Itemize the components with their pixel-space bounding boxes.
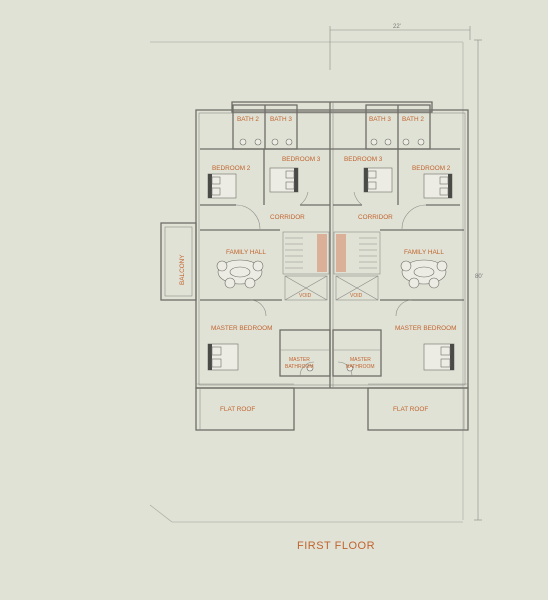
bath-2-left-label: BATH 2	[237, 116, 259, 123]
depth-dimension-label: 80'	[475, 274, 483, 280]
site-boundary	[149, 41, 464, 523]
bed-icon	[207, 343, 239, 371]
bed-icon	[269, 167, 299, 193]
bed-icon	[363, 167, 393, 193]
bedroom-3-right-label: BEDROOM 3	[344, 156, 383, 163]
void-right-label: VOID	[350, 293, 363, 299]
corridor-right-label: CORRIDOR	[358, 214, 393, 221]
master-bathroom-left-label-2: BATHROOM	[285, 364, 314, 370]
room-labels: BATH 2 BATH 3 BATH 3 BATH 2 BEDROOM 2 BE…	[179, 116, 456, 413]
flat-roof-left-label: FLAT ROOF	[220, 406, 255, 413]
bedroom-3-left-label: BEDROOM 3	[282, 156, 321, 163]
doors	[235, 191, 427, 377]
floor-title: FIRST FLOOR	[297, 540, 375, 552]
sofa-set	[400, 259, 448, 289]
flat-roof-right-label: FLAT ROOF	[393, 406, 428, 413]
void-left-label: VOID	[299, 293, 312, 299]
depth-dimension: 80'	[474, 39, 483, 521]
master-bathroom-right-label-1: MASTER	[350, 357, 371, 363]
bath-2-right-label: BATH 2	[402, 116, 424, 123]
bath-3-right-label: BATH 3	[369, 116, 391, 123]
balcony-label: BALCONY	[179, 254, 186, 285]
family-hall-left-label: FAMILY HALL	[226, 249, 266, 256]
sofa-set	[216, 259, 264, 289]
width-dimension-label: 22'	[393, 24, 401, 30]
master-bathroom-right-label-2: BATHROOM	[346, 364, 375, 370]
master-bathroom-left-label-1: MASTER	[289, 357, 310, 363]
bed-icon	[423, 173, 453, 199]
bath-fixtures	[239, 138, 425, 372]
width-dimension: 22'	[329, 24, 471, 70]
interior-walls	[200, 104, 464, 377]
master-bedroom-left-label: MASTER BEDROOM	[211, 325, 272, 332]
staircase	[282, 231, 381, 301]
bedroom-2-left-label: BEDROOM 2	[212, 165, 251, 172]
beds	[207, 167, 455, 371]
bed-icon	[423, 343, 455, 371]
bedroom-2-right-label: BEDROOM 2	[412, 165, 451, 172]
bath-3-left-label: BATH 3	[270, 116, 292, 123]
bed-icon	[207, 173, 237, 199]
family-hall-right-label: FAMILY HALL	[404, 249, 444, 256]
corridor-left-label: CORRIDOR	[270, 214, 305, 221]
master-bedroom-right-label: MASTER BEDROOM	[395, 325, 456, 332]
